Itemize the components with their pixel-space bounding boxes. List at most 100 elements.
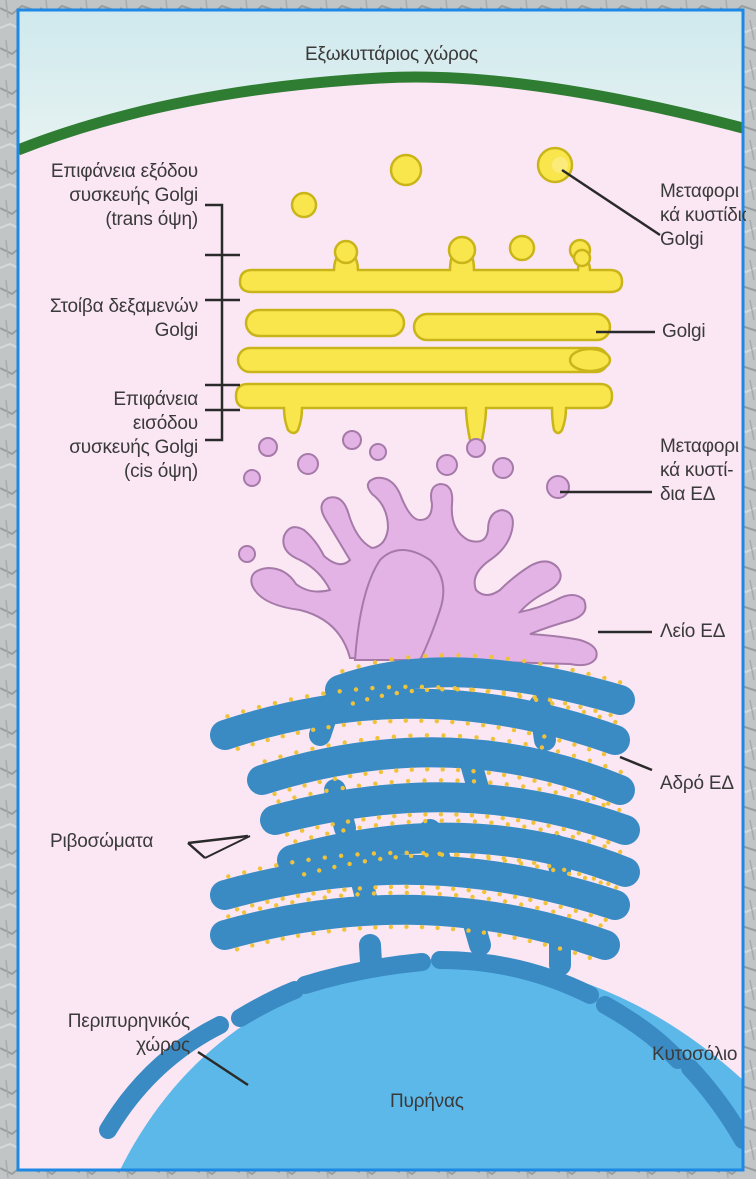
ribosome-dot: [358, 926, 362, 930]
ribosome-dot: [527, 731, 531, 735]
ribosome-dot: [351, 701, 355, 705]
ribosome-dot: [346, 819, 350, 823]
ribosome-dot: [287, 787, 291, 791]
ribosome-dot: [420, 885, 424, 889]
ribosome-dot: [604, 918, 608, 922]
ribosome-dot: [327, 889, 331, 893]
ribosome-dot: [547, 864, 551, 868]
ribosome-dot: [293, 839, 297, 843]
ribosome-dot: [359, 738, 363, 742]
ribosome-dot: [296, 731, 300, 735]
ribosome-dot: [588, 759, 592, 763]
ribosome-dot: [601, 803, 605, 807]
ribosome-dot: [348, 774, 352, 778]
ribosome-dot: [438, 892, 442, 896]
ribosome-dot: [437, 852, 441, 856]
ribosome-dot: [315, 825, 319, 829]
ribosome-dot: [572, 754, 576, 758]
label-golgi-stack: Στοίβα δεξαμενών Golgi: [18, 295, 198, 343]
ribosome-dot: [358, 886, 362, 890]
label-perinuclear-space: Περιπυρηνικός χώρος: [18, 1010, 190, 1058]
ribosome-dot: [354, 687, 358, 691]
ribosome-dot: [453, 686, 457, 690]
ribosome-dot: [278, 755, 282, 759]
ribosome-dot: [390, 821, 394, 825]
ribosome-dot: [617, 808, 621, 812]
ribosome-dot: [588, 956, 592, 960]
ribosome-dot: [241, 709, 245, 713]
ribosome-dot: [285, 832, 289, 836]
ribosome-dot: [571, 835, 575, 839]
ribosome-dot: [543, 942, 547, 946]
ribosome-dot: [420, 685, 424, 689]
ribosome-dot: [439, 778, 443, 782]
ribosome-dot: [474, 735, 478, 739]
ribosome-dot: [506, 822, 510, 826]
ribosome-dot: [377, 815, 381, 819]
ribosome-dot: [251, 742, 255, 746]
ribosome-dot: [451, 927, 455, 931]
ribosome-dot: [567, 872, 571, 876]
ribosome-dot: [436, 886, 440, 890]
ribosome-dot: [290, 900, 294, 904]
ribosome-dot: [487, 897, 491, 901]
ribosome-dot: [603, 764, 607, 768]
ribosome-dot: [281, 936, 285, 940]
ribosome-dot: [602, 752, 606, 756]
label-ribosomes: Ριβοσώματα: [50, 830, 153, 854]
ribosome-dot: [469, 687, 473, 691]
ribosome-dot: [519, 902, 523, 906]
ribosome-dot: [593, 709, 597, 713]
label-cytosol: Κυτοσόλιο: [652, 1043, 737, 1067]
ribosome-dot: [332, 865, 336, 869]
ribosome-dot: [321, 691, 325, 695]
ribosome-dot: [451, 887, 455, 891]
ribosome-dot: [572, 742, 576, 746]
ribosome-dot: [592, 876, 596, 880]
ribosome-dot: [305, 694, 309, 698]
ribosome-dot: [485, 689, 489, 693]
ribosome-dot: [404, 925, 408, 929]
ribosome-dot: [317, 868, 321, 872]
ribosome-dot: [342, 927, 346, 931]
ribosome-dot: [235, 947, 239, 951]
ribosome-dot: [542, 734, 546, 738]
ribosome-dot: [425, 767, 429, 771]
label-extracellular: Εξωκυττάριος χώρος: [305, 43, 478, 67]
ribosome-dot: [507, 739, 511, 743]
ribosome-dot: [257, 705, 261, 709]
ribosome-dot: [274, 903, 278, 907]
ribosome-dot: [435, 719, 439, 723]
label-golgi-cis: Επιφάνεια εισόδου συσκευής Golgi (cis όψ…: [18, 388, 198, 484]
ribosome-dot: [342, 723, 346, 727]
ribosome-dot: [440, 687, 444, 691]
ribosome-dot: [532, 861, 536, 865]
ribosome-dot: [441, 733, 445, 737]
ribosome-dot: [390, 780, 394, 784]
ribosome-dot: [242, 910, 246, 914]
ribosome-dot: [372, 891, 376, 895]
ribosome-dot: [309, 835, 313, 839]
ribosome-dot: [592, 796, 596, 800]
ribosome-dot: [265, 940, 269, 944]
ribosome-dot: [403, 685, 407, 689]
ribosome-dot: [503, 899, 507, 903]
ribosome-dot: [524, 742, 528, 746]
ribosome-dot: [421, 891, 425, 895]
ribosome-dot: [516, 818, 520, 822]
ribosome-dot: [598, 923, 602, 927]
ribosome-dot: [578, 705, 582, 709]
ribosome-dot: [485, 814, 489, 818]
ribosome-dot: [388, 851, 392, 855]
label-smooth-er: Λείο ΕΔ: [660, 620, 725, 644]
ribosome-dot: [543, 901, 547, 905]
ribosome-dot: [423, 819, 427, 823]
ribosome-dot: [501, 816, 505, 820]
ribosome-dot: [512, 728, 516, 732]
ribosome-dot: [454, 853, 458, 857]
ribosome-dot: [410, 768, 414, 772]
ribosome-dot: [470, 895, 474, 899]
ribosome-dot: [521, 784, 525, 788]
ribosome-dot: [258, 906, 262, 910]
